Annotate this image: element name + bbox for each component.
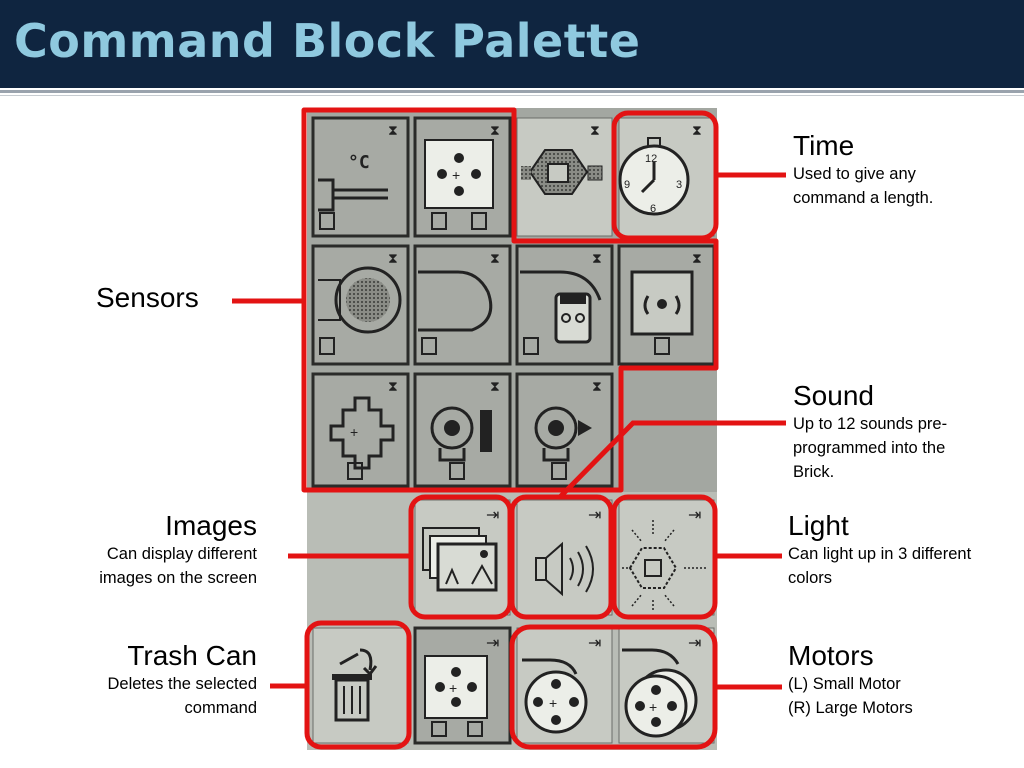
sound-desc-line-2: programmed into the	[793, 439, 946, 457]
svg-text:⇥: ⇥	[688, 507, 701, 524]
trash-desc-line-1: Deletes the selected	[107, 675, 257, 693]
svg-text:°C: °C	[348, 152, 370, 173]
svg-text:⧗: ⧗	[388, 123, 398, 139]
images-desc-line-1: Can display different	[106, 545, 257, 563]
light-heading: Light	[788, 510, 849, 541]
images-callout: Images Can display different images on t…	[17, 510, 257, 590]
temperature-sensor-icon[interactable]: ⧗ °C	[311, 116, 410, 238]
brick-buttons-output-icon[interactable]: ⇥ +	[413, 626, 512, 745]
svg-text:⧗: ⧗	[592, 250, 602, 266]
medium-motor-icon[interactable]: ⇥ +	[516, 627, 613, 744]
svg-text:⧗: ⧗	[490, 122, 500, 138]
large-motors-icon[interactable]: ⇥ +	[618, 627, 715, 744]
trash-desc-line-2: command	[184, 699, 257, 717]
ultrasonic-sensor-icon[interactable]: ⧗	[311, 244, 410, 366]
light-desc-line-2: colors	[788, 569, 833, 587]
svg-text:9: 9	[624, 179, 630, 191]
svg-text:⧗: ⧗	[692, 250, 702, 266]
svg-text:⧗: ⧗	[590, 122, 600, 138]
time-heading: Time	[793, 130, 855, 161]
brick-status-light-icon[interactable]: ⇥	[618, 499, 715, 616]
svg-text:⧗: ⧗	[592, 378, 602, 394]
trash-heading: Trash Can	[127, 640, 257, 671]
time-desc-line-1: Used to give any	[793, 165, 916, 183]
trash-callout: Trash Can Deletes the selected command	[17, 640, 257, 720]
svg-text:⧗: ⧗	[388, 250, 398, 266]
svg-text:⧗: ⧗	[490, 378, 500, 394]
sound-sensor-icon[interactable]: ⧗	[515, 244, 614, 366]
svg-text:⇥: ⇥	[588, 507, 601, 524]
title-divider	[0, 90, 1024, 93]
title-divider-thin	[0, 95, 1024, 96]
svg-text:3: 3	[676, 179, 682, 191]
images-heading: Images	[165, 510, 257, 541]
svg-text:6: 6	[650, 203, 656, 215]
trash-can-icon[interactable]	[312, 627, 409, 744]
light-outline	[611, 494, 718, 620]
svg-text:⧗: ⧗	[692, 122, 702, 138]
svg-text:+: +	[649, 699, 657, 715]
timer-icon[interactable]: ⧗ 12 3 6 9	[618, 117, 715, 237]
light-callout: Light Can light up in 3 different colors	[788, 510, 971, 590]
sound-desc-line-1: Up to 12 sounds pre-	[793, 415, 948, 433]
svg-text:+: +	[452, 167, 460, 183]
page-title: Command Block Palette	[14, 14, 641, 68]
large-motor-rotation-icon[interactable]: ⧗	[413, 372, 512, 488]
speaker-sound-icon[interactable]: ⇥	[516, 499, 613, 616]
svg-text:+: +	[350, 424, 358, 440]
svg-text:⇥: ⇥	[486, 507, 499, 524]
motors-desc-line-2: (R) Large Motors	[788, 699, 913, 717]
svg-text:⧗: ⧗	[388, 378, 398, 394]
sound-callout: Sound Up to 12 sounds pre- programmed in…	[793, 380, 947, 484]
motors-desc-line-1: (L) Small Motor	[788, 675, 901, 693]
callout-connectors	[232, 172, 786, 690]
svg-text:+: +	[549, 695, 557, 711]
svg-text:+: +	[449, 680, 457, 696]
images-desc-line-2: images on the screen	[99, 569, 257, 587]
color-sensor-hex-icon[interactable]: ⧗	[516, 117, 613, 237]
time-desc-line-2: command a length.	[793, 189, 934, 207]
motors-heading: Motors	[788, 640, 874, 671]
rotation-sensor-icon[interactable]: ⧗	[617, 244, 716, 366]
sound-desc-line-3: Brick.	[793, 463, 835, 481]
touch-sensor-icon[interactable]: ⧗	[413, 244, 512, 366]
display-image-icon[interactable]: ⇥	[414, 499, 511, 616]
svg-text:⇥: ⇥	[688, 635, 701, 652]
light-desc-line-1: Can light up in 3 different	[788, 545, 972, 563]
title-bar: Command Block Palette	[0, 0, 1024, 88]
motor-rotation-icon[interactable]: ⧗ +	[311, 372, 410, 488]
sound-connector	[558, 420, 786, 499]
brick-buttons-icon[interactable]: ⧗ +	[413, 116, 512, 238]
motors-callout: Motors (L) Small Motor (R) Large Motors	[788, 640, 913, 720]
svg-text:⇥: ⇥	[588, 635, 601, 652]
sound-heading: Sound	[793, 380, 874, 411]
time-callout: Time Used to give any command a length.	[793, 130, 933, 210]
sensors-heading: Sensors	[96, 282, 199, 313]
svg-text:⇥: ⇥	[486, 635, 499, 652]
small-motor-rotation-icon[interactable]: ⧗	[515, 372, 614, 488]
svg-text:⧗: ⧗	[490, 250, 500, 266]
motors-outline	[509, 624, 718, 750]
sensors-outline	[301, 107, 719, 493]
